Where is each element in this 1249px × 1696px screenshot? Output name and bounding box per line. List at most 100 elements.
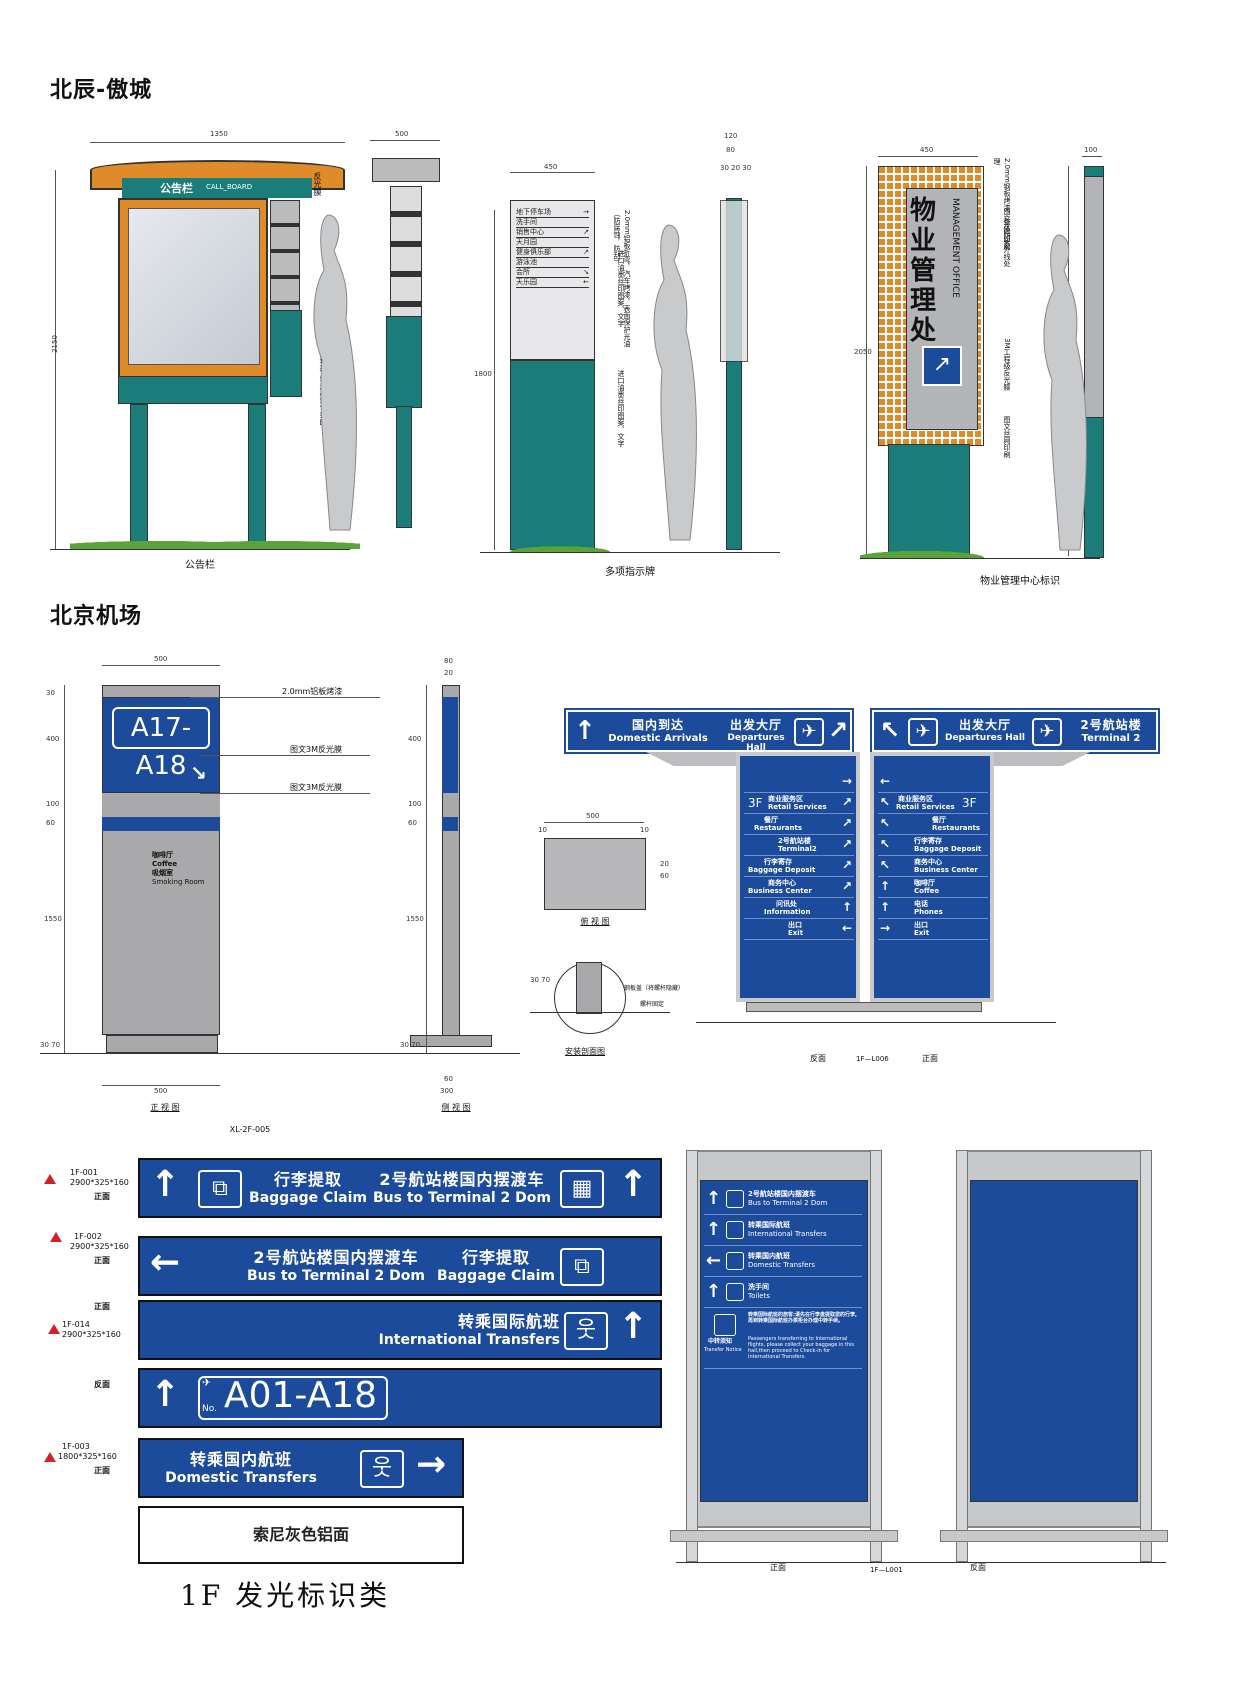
strip-sign-1: ↑ ⧉ 行李提取 Baggage Claim 2号航站楼国内摆渡车 Bus to… (138, 1158, 662, 1218)
front-view-caption: 正 视 图 (150, 1103, 180, 1112)
totem-front-panel (700, 1180, 868, 1502)
totem-back-panel (970, 1180, 1138, 1502)
silhouette-figure (640, 220, 700, 550)
dir-item: 会所↘ (516, 268, 589, 278)
arrow-up-icon: ↑ (618, 1306, 649, 1347)
dir-item: 健身俱乐部↗ (516, 248, 589, 258)
dir-dim-width: 450 (544, 163, 558, 171)
mgmt-dim-side: 100 (1084, 146, 1098, 154)
dir-note-2: 进口油墨丝印图案、文字 (617, 250, 625, 327)
transfer-notice: 中转须知 Transfer Notice 转乘国际航班的旅客:请先在行李盘提取您… (704, 1308, 862, 1369)
mgmt-dim-height: 2050 (854, 348, 872, 356)
section-title-beichen: 北辰-傲城 (50, 78, 153, 103)
leader-label-2: 图文3M反光膜 (290, 745, 342, 754)
note-reflect: 反光膜 (313, 172, 322, 196)
arrow-upright-icon: ↗ (828, 716, 849, 744)
strip-sign-5: 转乘国内航班 Domestic Transfers 웃 → (138, 1438, 464, 1498)
totem-back-rail-right (1140, 1150, 1152, 1562)
strip-sign-3: 转乘国际航班 International Transfers 웃 ↑ (138, 1300, 662, 1360)
plane-icon: ✈ (202, 1376, 212, 1389)
totem-front-rail-right (870, 1150, 882, 1562)
install-detail: 500 10 10 20 60 俯 视 图 30 70 钢板盖（将螺杆隐藏） 螺… (530, 812, 685, 1056)
smoke-label-zh: 吸烟室 (152, 869, 173, 877)
dir-item: 销售中心↗ (516, 228, 589, 238)
dir-item: 天月园 (516, 238, 589, 248)
gantry-header-right: ↖ ✈ 出发大厅 Departures Hall ✈ 2号航站楼 Termina… (870, 708, 1160, 754)
gantry-ground (696, 1022, 1056, 1023)
dir-side-dim: 120 (724, 132, 738, 140)
dir-item: 洗手间 (516, 218, 589, 228)
gantry-row: ← (878, 772, 988, 793)
arrow-right-icon: ↗ (922, 346, 962, 386)
dir-item: 地下停车场→ (516, 208, 589, 218)
arrow-upleft-icon: ↖ (880, 716, 901, 744)
mgmt-note-1: 2.0mm钢板烤漆，整体防紫外线处理 (993, 158, 1011, 267)
totem-caption-code: 1F—L001 (870, 1566, 903, 1574)
silhouette-figure (300, 210, 360, 540)
mgmt-title-zh: 物业管理处 (910, 196, 937, 346)
arrow-up-icon: ↑ (618, 1164, 649, 1205)
dim-height: 2150 (50, 335, 59, 353)
mgmt-note-4: 图文丝网印刷 (1003, 416, 1011, 458)
dim-side: 500 (395, 130, 409, 138)
totem-back-base (940, 1530, 1168, 1542)
totem-row: ← 转乘国内航班 Domestic Transfers (704, 1246, 862, 1277)
dir-dim-height: 1800 (474, 370, 492, 378)
mgmt-title-en: MANAGEMENT OFFICE (950, 198, 960, 298)
gantry-panel-left (736, 752, 860, 1002)
arrow-up-icon: ↑ (574, 716, 596, 746)
totem-ground (676, 1562, 1166, 1563)
totem-front-base (670, 1530, 898, 1542)
plane-icon: ✈ (1032, 718, 1062, 746)
gantry-panel-right (870, 752, 994, 1002)
totem-front-rows: ↑ 2号航站楼国内摆渡车 Bus to Terminal 2 Dom ↑ 转乘国… (704, 1184, 862, 1369)
mgmt-caption: 物业管理中心标识 (980, 576, 1060, 587)
mgmt-dim-width: 450 (920, 146, 934, 154)
totem-row: ↑ 转乘国际航班 International Transfers (704, 1215, 862, 1246)
arrow-right-icon: → (416, 1444, 447, 1485)
material-legend: 索尼灰色铝面 (138, 1506, 464, 1564)
strip-sign-4: ↑ ✈ No. A01-A18 (138, 1368, 662, 1428)
totem-back-rail-left (956, 1150, 968, 1562)
smoke-label-en: Smoking Room (152, 878, 205, 886)
dir-note-3: 进口油墨丝印图案、文字 (617, 370, 625, 447)
directory-drawing: 450 1800 地下停车场→ 洗手间 销售中心↗ 天月园 健身俱乐部↗ 游泳池… (474, 132, 780, 560)
gate-no-label: No. (202, 1404, 217, 1414)
totem-row: ↑ 2号航站楼国内摆渡车 Bus to Terminal 2 Dom (704, 1184, 862, 1215)
bulletin-board-drawing: 1350 2150 公告栏 CALL_BOARD 公告栏 反光膜 8mm钢化玻璃… (50, 130, 360, 571)
dir-item: 游泳池 (516, 258, 589, 268)
top-view-caption: 俯 视 图 (580, 917, 610, 926)
leader-label-1: 2.0mm铝板烤漆 (282, 687, 343, 696)
gantry-caption-code: 1F—L006 (856, 1055, 889, 1063)
gantry-base (746, 1002, 982, 1012)
mgmt-office-drawing: 450 2050 物业管理处 MANAGEMENT OFFICE ↗ 2.0mm… (854, 146, 1200, 568)
arrow-up-icon: ↑ (150, 1374, 181, 1415)
strip-sign-2: ← 2号航站楼国内摆渡车 Bus to Terminal 2 Dom 行李提取 … (138, 1236, 662, 1296)
gate-dim-top: 500 (154, 655, 168, 663)
transfer-person-icon: 웃 (360, 1450, 404, 1488)
transfer-person-icon: 웃 (564, 1312, 608, 1350)
baggage-icon: ⧉ (560, 1248, 604, 1286)
arrow-downright-icon: ↘ (190, 761, 207, 785)
gantry-wing (646, 752, 756, 766)
gate-dim-bottom: 500 (154, 1087, 168, 1095)
mgmt-note-2: 图文丝网印刷 (1003, 208, 1011, 250)
silhouette-figure (1030, 230, 1090, 560)
gate-sign-drawing: 500 A17-A18 ↘ 咖啡厅 Coffee 吸烟室 Smoking Roo… (40, 655, 520, 1134)
departure-plane-icon: ✈ (908, 718, 938, 746)
bus-icon: ▦ (560, 1170, 604, 1208)
leader-label-3: 图文3M反光膜 (290, 783, 342, 792)
page-footer: 1F 发光标识类 (180, 1579, 391, 1612)
baggage-icon: ⧉ (198, 1170, 242, 1208)
totem-row: ↑ 洗手间 Toilets (704, 1277, 862, 1308)
